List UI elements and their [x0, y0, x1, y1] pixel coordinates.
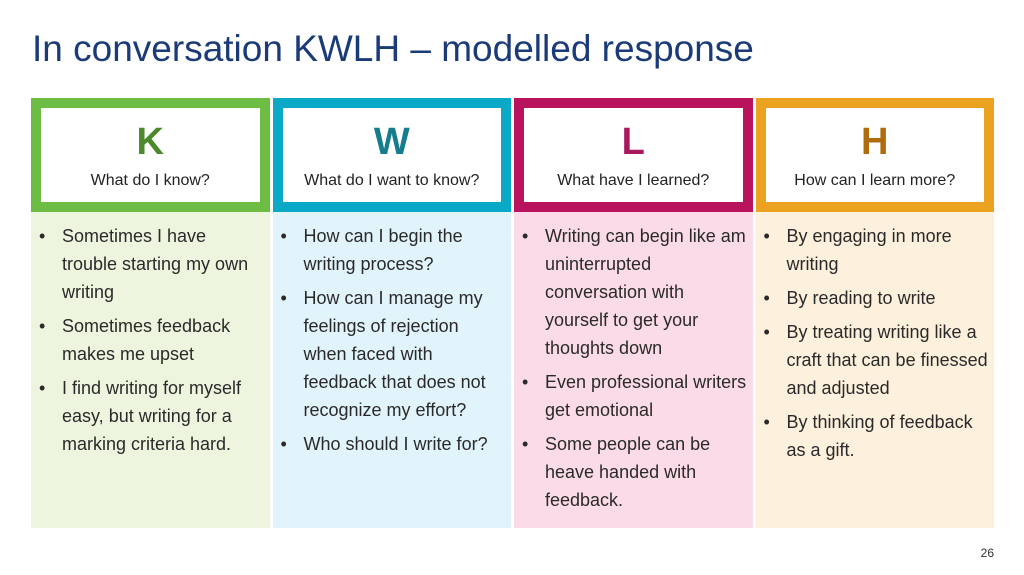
column-header-card: L What have I learned?: [524, 108, 743, 202]
column-body: How can I begin the writing process? How …: [272, 212, 511, 528]
kwlh-column-w: W What do I want to know? How can I begin …: [272, 98, 511, 528]
kwlh-column-l: L What have I learned? Writing can begin l…: [514, 98, 753, 528]
column-question: What do I know?: [90, 172, 210, 189]
column-header: K What do I know?: [31, 98, 270, 212]
column-body: Sometimes I have trouble starting my own…: [31, 212, 270, 528]
column-header-card: W What do I want to know?: [282, 108, 501, 202]
column-letter: K: [136, 121, 164, 163]
list-item: How can I begin the writing process?: [279, 222, 506, 278]
column-header: H How can I learn more?: [755, 98, 994, 212]
column-question: What do I want to know?: [304, 172, 480, 189]
bullet-list: Writing can begin like am uninterrupted …: [520, 222, 747, 514]
column-letter: W: [373, 121, 410, 163]
kwlh-grid: K What do I know? Sometimes I have trouble…: [31, 98, 994, 528]
list-item: Who should I write for?: [279, 430, 506, 458]
column-header-card: H How can I learn more?: [765, 108, 984, 202]
column-header: L What have I learned?: [514, 98, 753, 212]
list-item: Writing can begin like am uninterrupted …: [520, 222, 747, 362]
list-item: Sometimes I have trouble starting my own…: [37, 222, 264, 306]
list-item: By reading to write: [762, 284, 989, 312]
column-letter: H: [861, 121, 889, 163]
list-item: I find writing for myself easy, but writ…: [37, 374, 264, 458]
list-item: Some people can be heave handed with fee…: [520, 430, 747, 514]
kwlh-column-k: K What do I know? Sometimes I have trouble…: [31, 98, 270, 528]
bullet-list: By engaging in more writing By reading to…: [762, 222, 989, 464]
list-item: By thinking of feedback as a gift.: [762, 408, 989, 464]
column-header-card: K What do I know?: [41, 108, 260, 202]
column-body: By engaging in more writing By reading to…: [755, 212, 994, 528]
column-letter: L: [621, 121, 645, 163]
kwlh-column-h: H How can I learn more? By engaging in mor…: [755, 98, 994, 528]
bullet-list: How can I begin the writing process? How …: [279, 222, 506, 458]
column-header: W What do I want to know?: [272, 98, 511, 212]
bullet-list: Sometimes I have trouble starting my own…: [37, 222, 264, 458]
page-number: 26: [980, 546, 994, 560]
list-item: By engaging in more writing: [762, 222, 989, 278]
column-body: Writing can begin like am uninterrupted …: [514, 212, 753, 528]
list-item: Sometimes feedback makes me upset: [37, 312, 264, 368]
column-question: How can I learn more?: [794, 172, 956, 189]
list-item: Even professional writers get emotional: [520, 368, 747, 424]
list-item: How can I manage my feelings of rejectio…: [279, 284, 506, 424]
column-question: What have I learned?: [557, 172, 710, 189]
list-item: By treating writing like a craft that ca…: [762, 318, 989, 402]
slide-title: In conversation KWLH – modelled response: [32, 28, 754, 69]
